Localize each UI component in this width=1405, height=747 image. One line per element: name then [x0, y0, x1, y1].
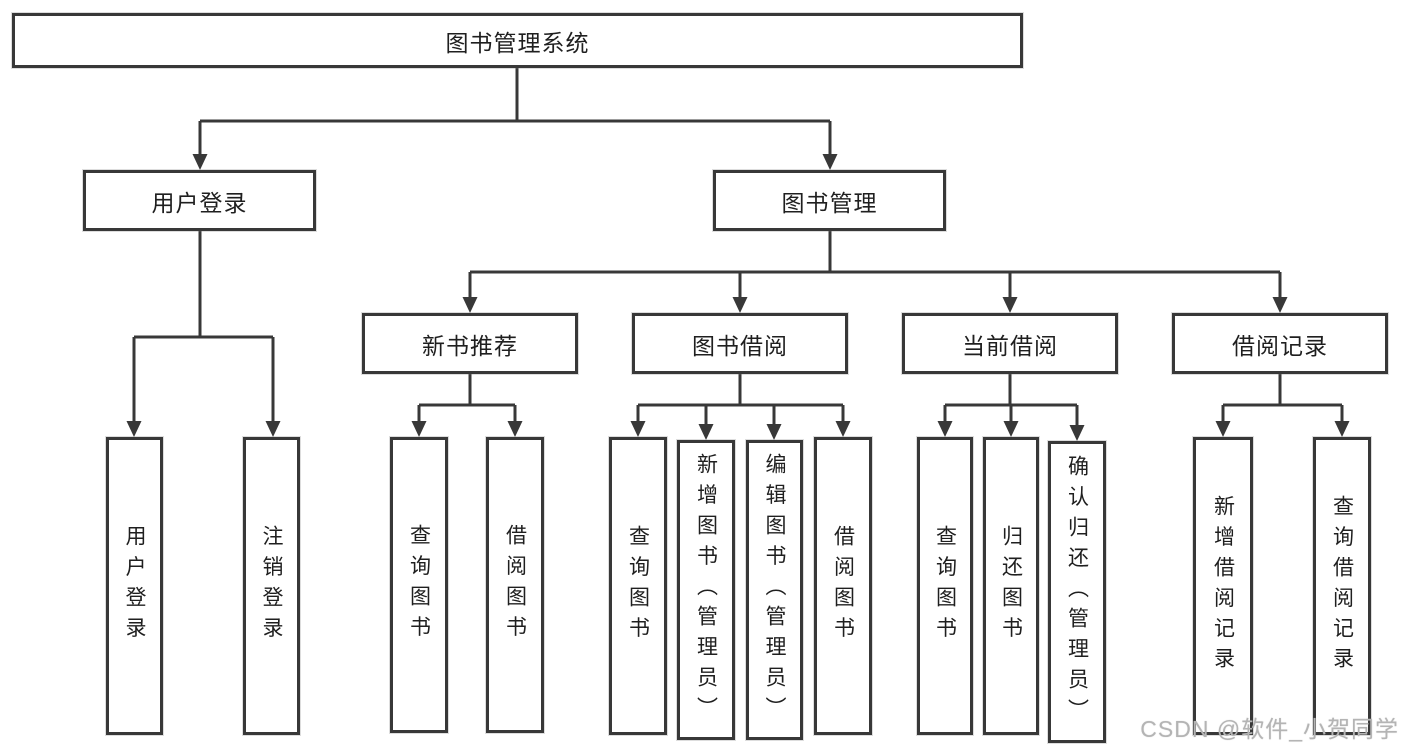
node-label: 查询图书: [933, 525, 957, 647]
leaf-return-books: 归还图书: [983, 437, 1039, 735]
node-label: 归还图书: [999, 525, 1023, 647]
node-book-borrow: 图书借阅: [632, 313, 848, 374]
node-label: 新增图书（管理员）: [694, 452, 718, 728]
node-label: 用户登录: [123, 525, 146, 647]
leaf-query-books-current: 查询图书: [917, 437, 973, 735]
node-label: 新书推荐: [422, 332, 518, 359]
leaf-query-borrow-record: 查询借阅记录: [1313, 437, 1371, 735]
node-user-login-branch: 用户登录: [83, 170, 316, 231]
node-label: 图书借阅: [692, 332, 788, 359]
leaf-logout: 注销登录: [243, 437, 300, 735]
node-label: 注销登录: [260, 525, 283, 647]
csdn-watermark: CSDN @软件_小贺同学: [1140, 716, 1399, 742]
node-borrow-records: 借阅记录: [1172, 313, 1388, 374]
leaf-borrow-books-recommend: 借阅图书: [486, 437, 544, 733]
leaf-add-borrow-record: 新增借阅记录: [1193, 437, 1253, 735]
node-label: 图书管理系统: [445, 29, 590, 56]
node-current-borrow: 当前借阅: [902, 313, 1118, 374]
node-root-system: 图书管理系统: [12, 13, 1023, 68]
node-label: 确认归还（管理员）: [1065, 454, 1089, 730]
leaf-query-books-recommend: 查询图书: [390, 437, 448, 733]
node-new-book-recommend: 新书推荐: [362, 313, 578, 374]
node-label: 查询图书: [626, 525, 650, 647]
leaf-borrow-books: 借阅图书: [814, 437, 872, 735]
node-label: 借阅记录: [1232, 332, 1328, 359]
node-label: 查询图书: [407, 524, 431, 646]
leaf-add-books-admin: 新增图书（管理员）: [677, 440, 735, 740]
node-label: 借阅图书: [503, 524, 527, 646]
node-label: 当前借阅: [962, 332, 1058, 359]
node-book-management-branch: 图书管理: [713, 170, 946, 231]
node-label: 编辑图书（管理员）: [763, 452, 786, 728]
leaf-edit-books-admin: 编辑图书（管理员）: [746, 440, 803, 740]
leaf-query-books-borrow: 查询图书: [609, 437, 667, 735]
leaf-confirm-return-admin: 确认归还（管理员）: [1048, 441, 1106, 743]
leaf-user-login: 用户登录: [106, 437, 163, 735]
node-label: 查询借阅记录: [1330, 494, 1354, 678]
node-label: 借阅图书: [831, 525, 855, 647]
node-label: 图书管理: [781, 189, 878, 216]
node-label: 用户登录: [151, 189, 248, 216]
node-label: 新增借阅记录: [1211, 494, 1235, 678]
